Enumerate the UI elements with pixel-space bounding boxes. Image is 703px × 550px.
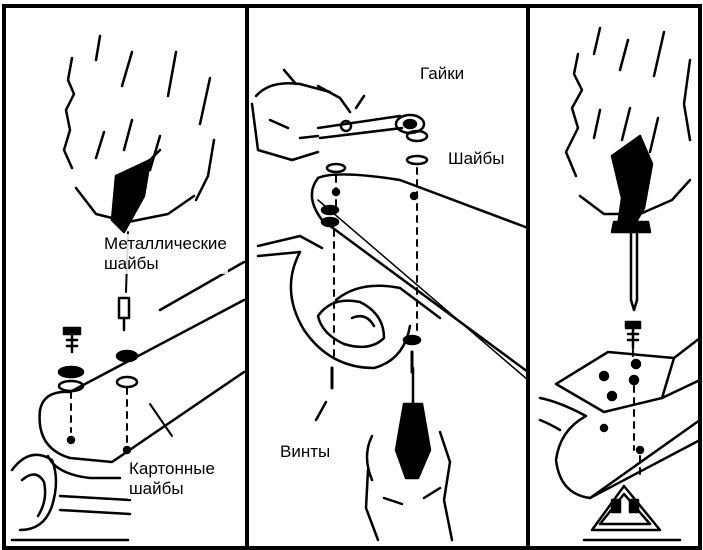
cardboard-washers-label: Картонные шайбы bbox=[128, 459, 216, 499]
cardboard-washers-label-line2: шайбы bbox=[129, 479, 215, 499]
cardboard-washers-label-line1: Картонные bbox=[129, 459, 215, 479]
metal-washers-label-line1: Металлические bbox=[104, 234, 227, 254]
screws-label: Винты bbox=[279, 442, 331, 462]
washers-label: Шайбы bbox=[447, 149, 506, 169]
nuts-label: Гайки bbox=[419, 64, 465, 84]
metal-washers-label: Металлические шайбы bbox=[103, 234, 228, 274]
metal-washers-label-line2: шайбы bbox=[104, 254, 227, 274]
